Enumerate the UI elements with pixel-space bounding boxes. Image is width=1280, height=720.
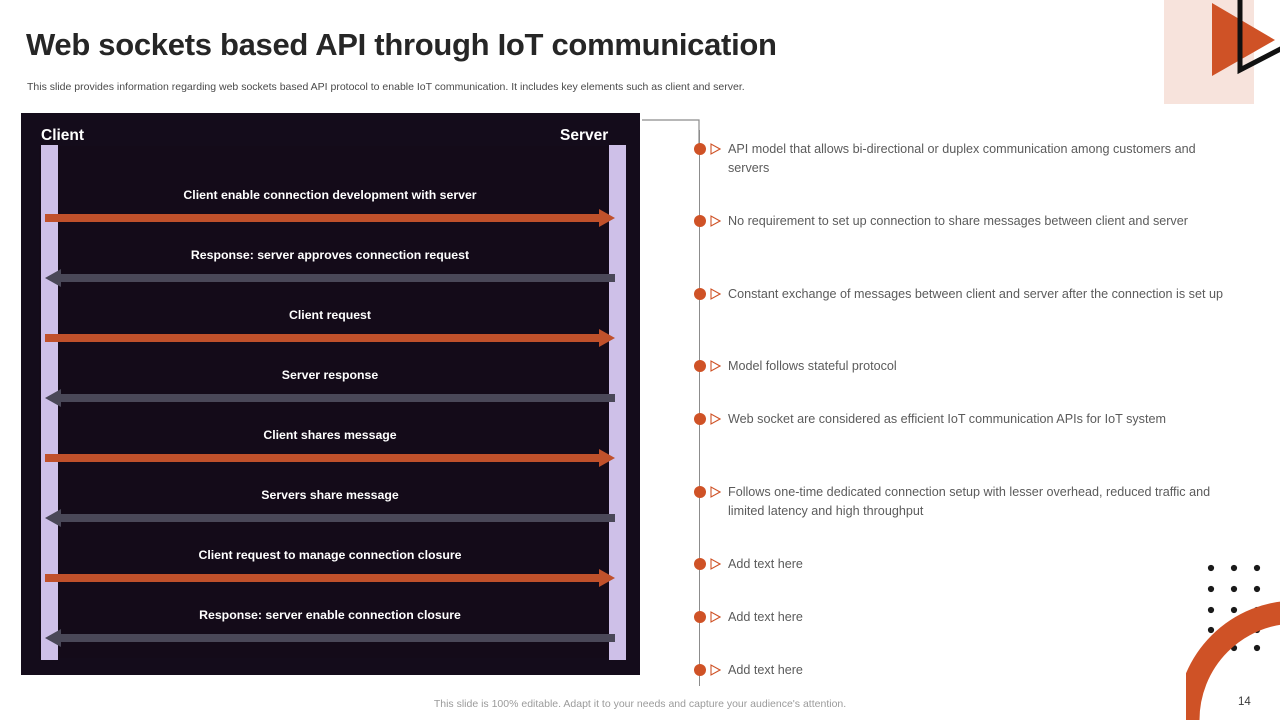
list-item-label: Add text here (728, 557, 803, 571)
page-title: Web sockets based API through IoT commun… (26, 27, 777, 62)
bullet-dot-icon (694, 558, 706, 570)
list-item-label: No requirement to set up connection to s… (728, 214, 1188, 228)
message-arrow-right (45, 328, 615, 348)
bullet-dot-icon (694, 215, 706, 227)
bullet-dot-icon (694, 288, 706, 300)
list-item[interactable]: API model that allows bi-directional or … (694, 140, 1224, 178)
list-item[interactable]: Add text here (694, 555, 1224, 574)
quarter-arc-graphic (1186, 601, 1280, 720)
list-item[interactable]: Follows one-time dedicated connection se… (694, 483, 1224, 521)
list-item-label: Add text here (728, 610, 803, 624)
bullet-triangle-icon (710, 611, 721, 623)
message-arrow-left (45, 268, 615, 288)
message-arrow-left (45, 628, 615, 648)
top-right-triangle-graphic (1212, 0, 1280, 76)
bullet-triangle-icon (710, 558, 721, 570)
page-subtitle: This slide provides information regardin… (27, 81, 745, 93)
message-label: Client request to manage connection clos… (198, 548, 462, 562)
bullet-triangle-icon (710, 413, 721, 425)
message-arrow-right (45, 448, 615, 468)
message-label: Response: server approves connection req… (190, 248, 470, 262)
list-item-label: Follows one-time dedicated connection se… (728, 485, 1211, 519)
bullet-dot-icon (694, 413, 706, 425)
actor-label-client: Client (41, 127, 85, 144)
bullet-marker (694, 212, 728, 230)
actor-label-server: Server (560, 127, 609, 144)
message-arrow-right (45, 568, 615, 588)
message-label: Servers share message (261, 488, 399, 502)
bullet-triangle-icon (710, 143, 721, 155)
bullet-dot-icon (694, 360, 706, 372)
bullet-marker (694, 140, 728, 158)
list-item-label: API model that allows bi-directional or … (728, 142, 1196, 176)
message-label: Client enable connection development wit… (183, 188, 477, 202)
list-item[interactable]: Add text here (694, 661, 1224, 680)
message-label: Client shares message (263, 428, 397, 442)
bullet-triangle-icon (710, 486, 721, 498)
bullet-marker (694, 483, 728, 501)
list-item[interactable]: Constant exchange of messages between cl… (694, 285, 1224, 304)
timeline-vertical-line (699, 130, 701, 686)
footer-note: This slide is 100% editable. Adapt it to… (433, 698, 847, 710)
page-number: 14 (1238, 696, 1251, 708)
bullet-dot-icon (694, 143, 706, 155)
message-label: Client request (289, 308, 371, 322)
message-arrow-right (45, 208, 615, 228)
list-item[interactable]: No requirement to set up connection to s… (694, 212, 1224, 231)
bullet-dot-icon (694, 664, 706, 676)
message-label: Server response (281, 368, 379, 382)
list-item-label: Model follows stateful protocol (728, 359, 897, 373)
message-arrow-left (45, 508, 615, 528)
list-item-label: Add text here (728, 663, 803, 677)
bullet-marker (694, 410, 728, 428)
bullet-marker (694, 661, 728, 679)
bullet-triangle-icon (710, 288, 721, 300)
bullet-triangle-icon (710, 215, 721, 227)
list-item[interactable]: Web socket are considered as efficient I… (694, 410, 1224, 429)
lifeline-server (609, 145, 626, 660)
message-label: Response: server enable connection closu… (199, 608, 461, 622)
bullet-marker (694, 555, 728, 573)
list-item-label: Web socket are considered as efficient I… (728, 412, 1166, 426)
bullet-marker (694, 357, 728, 375)
message-arrow-left (45, 388, 615, 408)
bullet-triangle-icon (710, 360, 721, 372)
bullet-marker (694, 608, 728, 626)
list-item[interactable]: Add text here (694, 608, 1224, 627)
bullet-marker (694, 285, 728, 303)
bullet-dot-icon (694, 486, 706, 498)
bullet-triangle-icon (710, 664, 721, 676)
list-item[interactable]: Model follows stateful protocol (694, 357, 1224, 376)
bullet-dot-icon (694, 611, 706, 623)
list-item-label: Constant exchange of messages between cl… (728, 287, 1223, 301)
